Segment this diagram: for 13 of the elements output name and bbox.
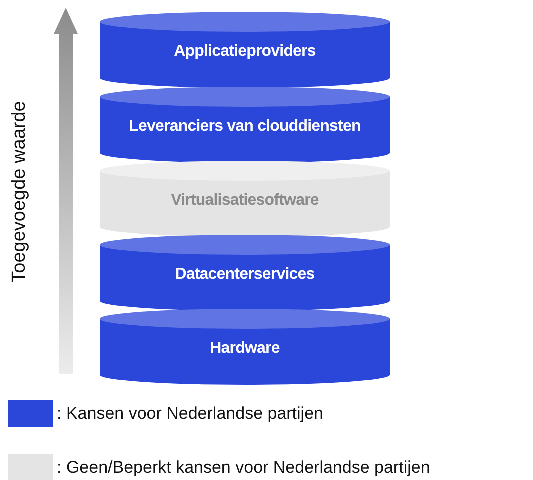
layer-label: Hardware <box>210 340 280 358</box>
layer-label: Leveranciers van clouddiensten <box>129 118 361 136</box>
layer-label: Datacenterservices <box>175 266 315 284</box>
cylinder-layer <box>100 309 390 385</box>
layer-label: Applicatieproviders <box>174 43 316 61</box>
cylinder-layer <box>100 87 390 163</box>
cylinder-layer <box>100 12 390 88</box>
layer-label: Virtualisatiesoftware <box>171 192 319 210</box>
cylinder-layer <box>100 235 390 311</box>
legend-text: : Geen/Beperkt kansen voor Nederlandse partijen <box>57 458 430 478</box>
cylinder-layer <box>100 161 390 237</box>
axis-label: Toegevoegde waarde <box>9 101 31 283</box>
legend-text: : Kansen voor Nederlandse partijen <box>57 404 324 424</box>
